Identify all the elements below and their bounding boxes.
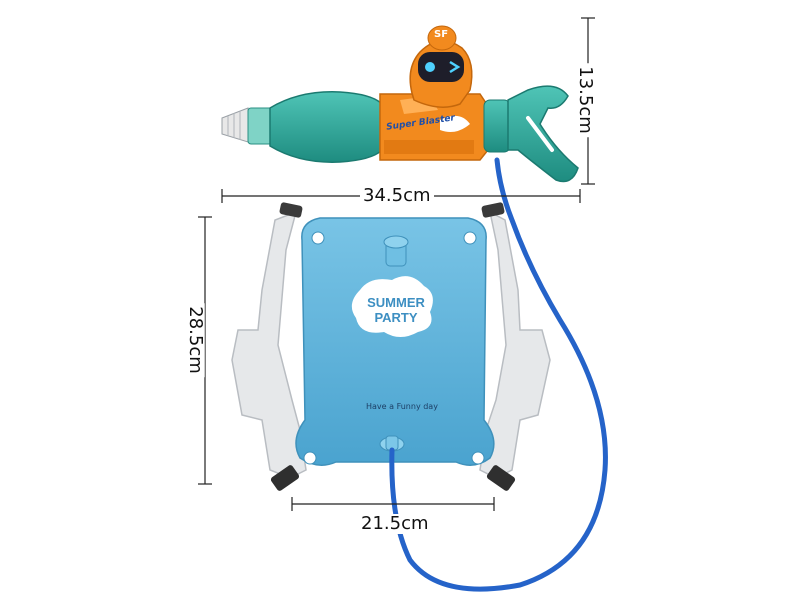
gun-logo-sf: SF [434, 29, 449, 40]
water-bag [295, 217, 495, 466]
bag-brand-text: SUMMER PARTY [367, 295, 425, 325]
bag-body [295, 217, 495, 466]
water-hose [389, 157, 608, 592]
gun-robot-head [409, 25, 473, 108]
dim-label-bag-width: 21.5cm [358, 514, 432, 534]
right-top-buckle [481, 202, 505, 218]
right-bottom-buckle [486, 465, 516, 491]
backpack-straps [231, 202, 551, 491]
water-gun [221, 25, 579, 183]
bag-fill-cap [383, 235, 409, 267]
right-strap [479, 210, 551, 479]
bag-outlet-valve [379, 435, 405, 452]
bag-corner-hole-tr [463, 231, 477, 245]
bag-corner-hole-tl [311, 231, 325, 245]
gun-nozzle [221, 107, 273, 145]
dim-label-gun-height: 13.5cm [574, 63, 596, 137]
bag-tagline-text: Have a Funny day [366, 402, 438, 411]
bag-corner-hole-br [471, 451, 485, 465]
gun-handle [483, 85, 579, 183]
left-strap [231, 210, 307, 479]
left-bottom-buckle [270, 465, 300, 491]
bag-logo-splash [351, 276, 433, 337]
gun-pump-bulb [269, 91, 383, 163]
left-top-buckle [279, 202, 303, 218]
dim-label-gun-width: 34.5cm [360, 186, 434, 206]
dim-label-bag-height: 28.5cm [184, 303, 206, 377]
bag-corner-hole-bl [303, 451, 317, 465]
